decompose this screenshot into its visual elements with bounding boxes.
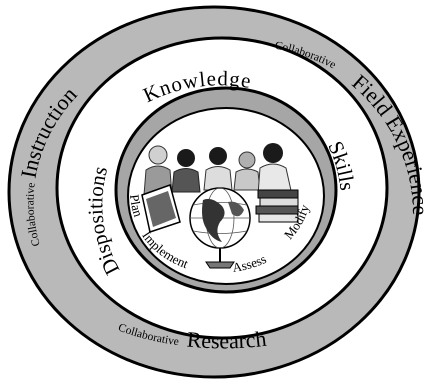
- person-icon: [203, 147, 233, 191]
- person-icon: [233, 151, 261, 191]
- book-stack-icon: [255, 189, 299, 223]
- center-illustration: [141, 143, 299, 269]
- research-word: Research: [186, 326, 268, 354]
- globe-icon: [189, 187, 251, 269]
- person-icon: [257, 143, 293, 196]
- book-icon: [141, 184, 181, 233]
- person-icon: [171, 149, 201, 193]
- cycle-label-plan: Plan: [127, 194, 146, 219]
